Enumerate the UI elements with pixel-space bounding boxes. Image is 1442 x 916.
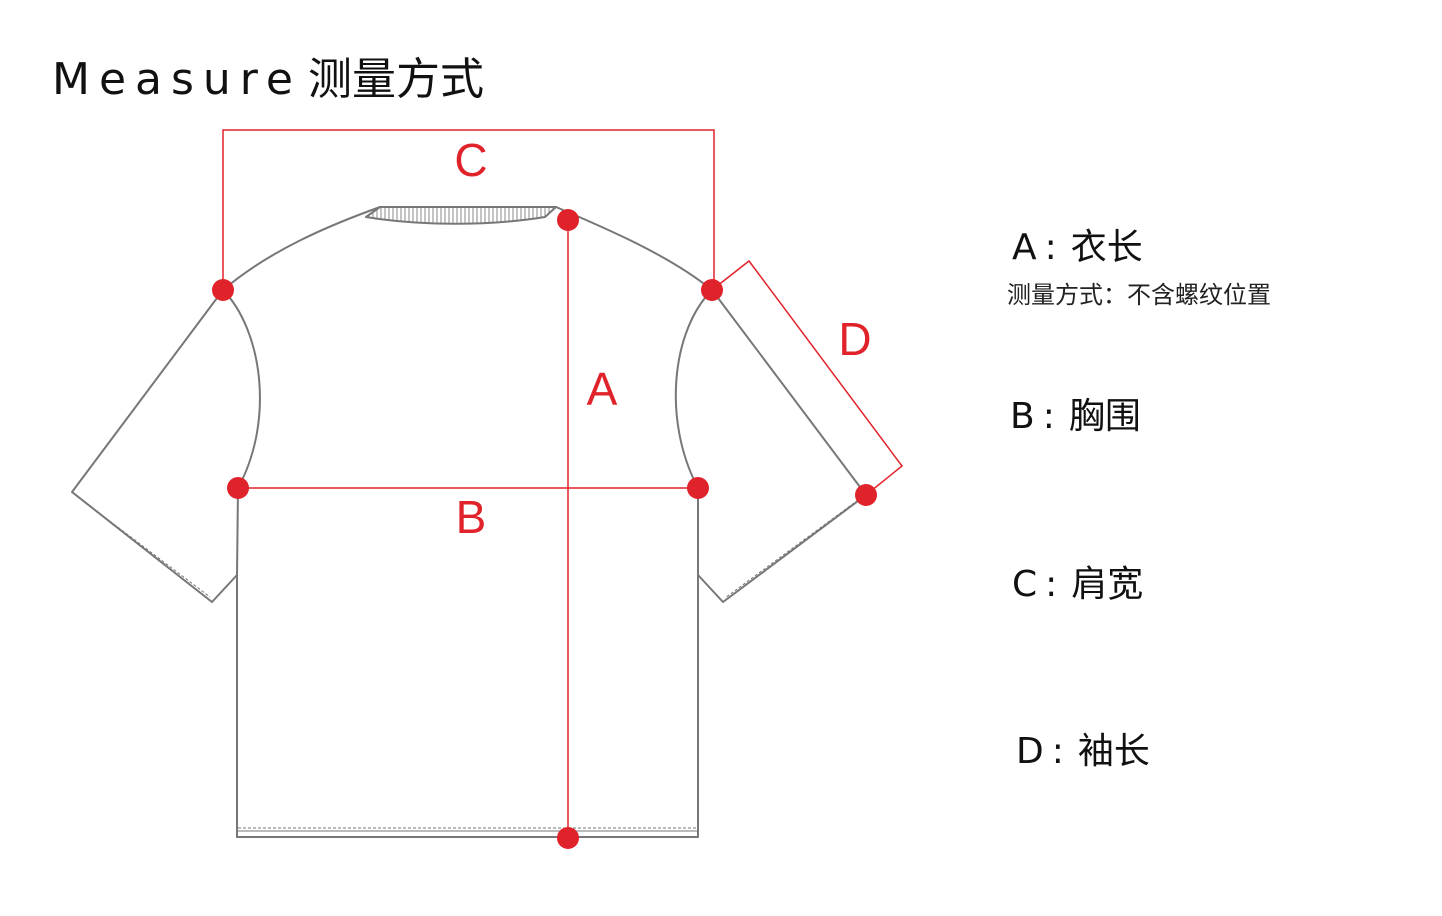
- legend-note-a: 测量方式：不含螺纹位置: [1007, 281, 1271, 309]
- label-c: C: [454, 134, 487, 186]
- legend-item-c: C: 肩宽: [1012, 563, 1143, 607]
- left-sleeve-hem-stitch: [77, 496, 211, 598]
- legend-text-c: 肩宽: [1071, 564, 1144, 605]
- legend-sep-a: :: [1044, 227, 1057, 268]
- legend-key-a: A: [1012, 227, 1037, 268]
- shoulder-width-line: [222, 129, 715, 290]
- label-a: A: [587, 363, 618, 415]
- legend-item-b: B: 胸围: [1010, 395, 1141, 439]
- page-title-en: Measure: [52, 54, 302, 105]
- point-right-chest: [687, 477, 709, 499]
- measurement-lines: [222, 129, 904, 838]
- point-hem: [557, 827, 579, 849]
- legend-key-d: D: [1016, 731, 1044, 772]
- right-sleeve-hem-stitch: [724, 499, 859, 599]
- legend-item-a: A: 衣长: [1012, 226, 1143, 270]
- point-collar: [557, 209, 579, 231]
- measurement-points: [212, 209, 877, 849]
- point-left-chest: [227, 477, 249, 499]
- measurement-labels: C A B D: [454, 134, 871, 543]
- left-armhole-seam: [222, 289, 261, 489]
- tshirt-outline: [71, 206, 867, 838]
- label-b: B: [456, 491, 487, 543]
- page-title-cn: 测量方式: [308, 54, 484, 105]
- left-side-seam: [236, 487, 239, 576]
- collar-rib: [365, 206, 557, 225]
- legend-key-b: B: [1010, 396, 1035, 437]
- point-sleeve-end: [855, 484, 877, 506]
- legend-text-b: 胸围: [1068, 396, 1141, 437]
- legend-sep-d: :: [1051, 731, 1064, 772]
- legend-text-d: 袖长: [1077, 731, 1150, 772]
- legend-sep-b: :: [1042, 396, 1055, 437]
- legend-sep-c: :: [1045, 564, 1058, 605]
- right-armhole-seam: [674, 289, 713, 489]
- point-left-shoulder: [212, 279, 234, 301]
- point-right-shoulder: [701, 279, 723, 301]
- legend-text-a: 衣长: [1070, 227, 1143, 268]
- label-d: D: [838, 313, 871, 365]
- legend-item-d: D: 袖长: [1016, 730, 1150, 774]
- sleeve-length-line: [711, 259, 904, 496]
- legend-key-c: C: [1012, 564, 1038, 605]
- tshirt-body-shape: [71, 206, 867, 838]
